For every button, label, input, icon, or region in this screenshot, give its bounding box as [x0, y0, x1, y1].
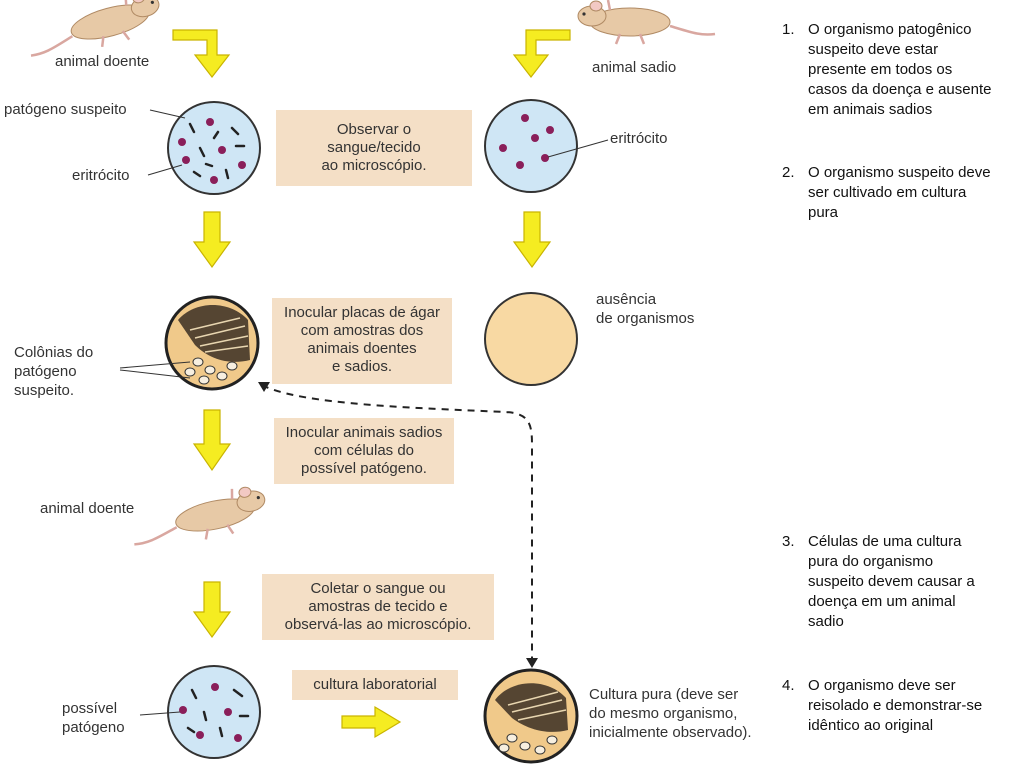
observe-step-box: Observar o sangue/tecido ao microscópio.: [276, 110, 472, 186]
sick-animal-label-2: animal doente: [40, 500, 135, 517]
healthy-mouse-icon: [576, 0, 717, 46]
blood-smear-sick-circle: [167, 101, 261, 195]
pure-culture-label: Cultura pura (deve ser do mesmo organism…: [589, 686, 752, 741]
colonies-label: Colônias do patógeno suspeito.: [14, 344, 94, 399]
empty-agar-plate-circle: [484, 292, 578, 386]
lab-culture-box: cultura laboratorial: [292, 670, 458, 700]
bent-arrow-left-icon: [172, 29, 231, 78]
right-arrow-icon: [341, 705, 402, 739]
collect-step-box: Coletar o sangue ou amostras de tecido e…: [262, 574, 494, 640]
pure-culture-plate-circle: [483, 668, 579, 764]
bent-arrow-right-icon: [512, 29, 571, 78]
down-arrow-icon: [192, 581, 232, 639]
sick-mouse-middle-icon: [126, 481, 272, 556]
sick-animal-label: animal doente: [55, 53, 150, 70]
down-arrow-icon: [512, 211, 552, 269]
blood-smear-possible-pathogen-circle: [167, 665, 261, 759]
erythrocyte-label-left: eritrócito: [72, 167, 130, 184]
postulate-4: 4.O organismo deve ser reisolado e demon…: [782, 677, 983, 734]
suspect-pathogen-label: patógeno suspeito: [4, 101, 127, 118]
inoculate-plates-step-box: Inocular placas de ágar com amostras dos…: [272, 298, 452, 384]
erythrocyte-label-right: eritrócito: [610, 130, 668, 147]
postulate-2: 2.O organismo suspeito deve ser cultivad…: [782, 164, 991, 221]
inoculate-animals-step-box: Inocular animais sadios com células do p…: [274, 418, 454, 484]
healthy-animal-label: animal sadio: [592, 59, 677, 76]
down-arrow-icon: [192, 409, 232, 472]
possible-pathogen-label: possível patógeno: [62, 700, 125, 736]
down-arrow-icon: [192, 211, 232, 269]
dashed-return-arrow: [261, 384, 533, 660]
colony-plate-circle: [164, 295, 260, 391]
postulate-1: 1.O organismo patogênico suspeito deve e…: [782, 21, 992, 118]
blood-smear-healthy-circle: [484, 99, 578, 193]
no-organisms-label: ausência de organismos: [596, 291, 695, 327]
postulate-3: 3.Células de uma cultura pura do organis…: [782, 533, 975, 630]
